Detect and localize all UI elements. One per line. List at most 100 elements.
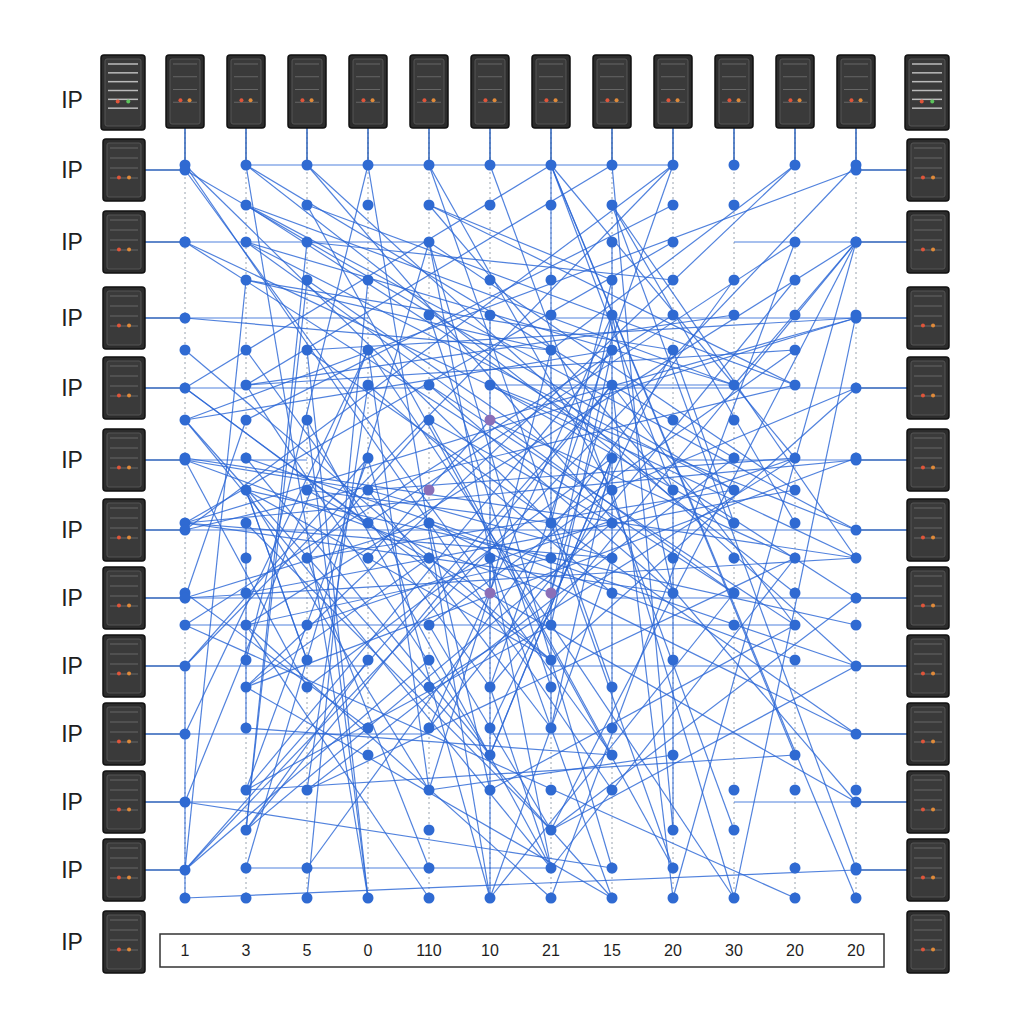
link-line [185, 388, 368, 523]
server-icon [907, 287, 949, 349]
side-wire [144, 241, 185, 243]
server-case [288, 55, 326, 128]
server-icon [471, 55, 509, 128]
server-icon [776, 55, 814, 128]
network-dot [180, 661, 191, 672]
server-case [103, 211, 145, 273]
network-dot [180, 165, 191, 176]
network-dot [546, 310, 557, 321]
server-slot [914, 316, 942, 317]
uplink-wire [855, 128, 857, 160]
network-dot [180, 525, 191, 536]
server-front [475, 59, 505, 124]
server-slot [914, 468, 942, 469]
network-dot [607, 863, 618, 874]
server-slot [914, 878, 942, 879]
server-led [554, 98, 558, 102]
uplink-wire [672, 128, 674, 160]
side-wire [144, 869, 185, 871]
link-line [185, 170, 612, 755]
ip-label: IP [61, 159, 83, 182]
link-line [246, 315, 734, 385]
server-case [776, 55, 814, 128]
network-dot [546, 588, 557, 599]
server-led [921, 393, 925, 397]
network-dot [424, 682, 435, 693]
server-slot [110, 674, 138, 675]
server-slot [783, 102, 807, 103]
server-case [907, 499, 949, 561]
network-dot [363, 200, 374, 211]
server-led [493, 98, 497, 102]
server-led [727, 98, 731, 102]
server-front [911, 639, 945, 693]
network-dot [851, 313, 862, 324]
server-led [126, 100, 130, 104]
axis-number: 10 [479, 943, 501, 959]
link-mesh [185, 165, 856, 898]
server-slot [912, 63, 942, 65]
network-dot [851, 661, 862, 672]
network-dot [790, 453, 801, 464]
server-led [361, 98, 365, 102]
network-dot [668, 863, 679, 874]
link-line [307, 205, 673, 868]
server-slot [110, 868, 138, 869]
network-dot [790, 553, 801, 564]
server-case [907, 703, 949, 765]
server-led [117, 535, 121, 539]
server-front [911, 843, 945, 897]
side-wire [144, 169, 185, 171]
server-front [107, 291, 141, 345]
ip-label: IP [61, 587, 83, 610]
server-front [911, 291, 945, 345]
network-dot [424, 415, 435, 426]
network-dot [424, 380, 435, 391]
server-case [410, 55, 448, 128]
server-case [907, 429, 949, 491]
server-case [103, 499, 145, 561]
server-slot [914, 576, 942, 577]
network-dot [424, 863, 435, 874]
server-icon [103, 771, 145, 833]
server-led [931, 323, 935, 327]
network-dot [302, 275, 313, 286]
server-case [907, 839, 949, 901]
server-slot [914, 920, 942, 921]
side-wire [144, 597, 185, 599]
network-dot [851, 797, 862, 808]
server-led [544, 98, 548, 102]
server-icon [907, 771, 949, 833]
network-dot [241, 485, 252, 496]
network-dot [790, 620, 801, 631]
server-slot [110, 386, 138, 387]
server-case [907, 635, 949, 697]
server-icon [593, 55, 631, 128]
server-slot [844, 89, 868, 90]
server-front [911, 775, 945, 829]
network-dot [241, 160, 252, 171]
server-led [117, 175, 121, 179]
network-dot [302, 553, 313, 564]
server-led [239, 98, 243, 102]
server-slot [110, 168, 138, 169]
server-slot [914, 790, 942, 791]
server-icon [907, 139, 949, 201]
server-slot [539, 64, 563, 65]
network-dot [790, 237, 801, 248]
network-dot [424, 310, 435, 321]
server-led [249, 98, 253, 102]
server-icon [907, 567, 949, 629]
network-dot [668, 345, 679, 356]
server-slot [110, 606, 138, 607]
server-slot [914, 848, 942, 849]
server-led [127, 807, 131, 811]
link-line [185, 597, 368, 598]
network-dot [363, 723, 374, 734]
network-dot [668, 893, 679, 904]
network-dot [180, 593, 191, 604]
link-line [307, 420, 368, 898]
server-led [931, 603, 935, 607]
